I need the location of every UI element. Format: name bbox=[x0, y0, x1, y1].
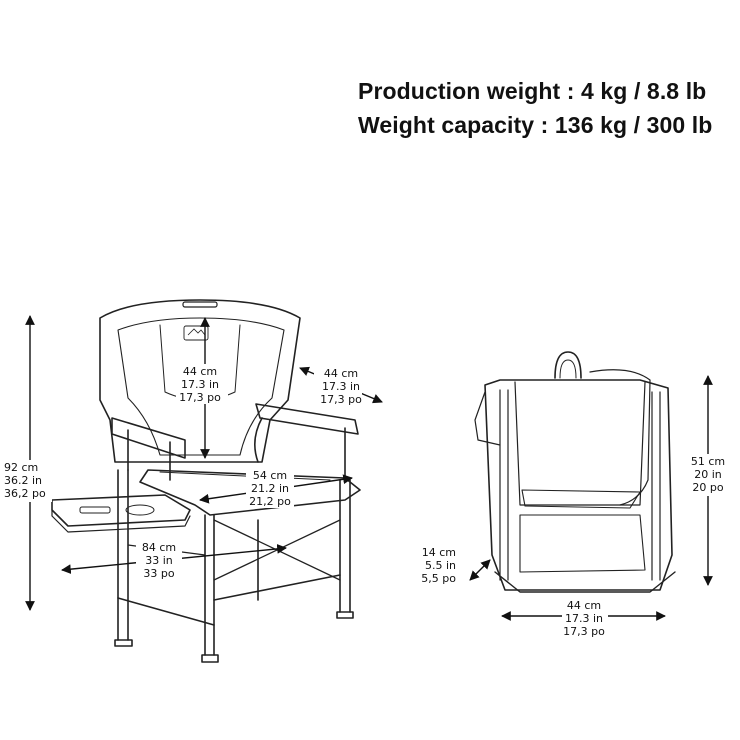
label-folded-thickness: 14 cm 5.5 in 5,5 po bbox=[421, 546, 456, 585]
label-seat-depth: 44 cm 17.3 in 17,3 po bbox=[314, 366, 362, 406]
label-back-height: 44 cm 17.3 in 17,3 po bbox=[176, 364, 228, 404]
total-width-cm: 84 cm bbox=[142, 541, 176, 554]
seat-depth-in: 17.3 in bbox=[322, 380, 360, 393]
production-weight-text: Production weight : 4 kg / 8.8 lb bbox=[358, 78, 707, 104]
folded-thickness-po: 5,5 po bbox=[421, 572, 456, 585]
seat-width-in: 21.2 in bbox=[251, 482, 289, 495]
total-width-po: 33 po bbox=[143, 567, 174, 580]
folded-thickness-in: 5.5 in bbox=[425, 559, 456, 572]
back-height-cm: 44 cm bbox=[183, 365, 217, 378]
label-total-width: 84 cm 33 in 33 po bbox=[136, 540, 182, 580]
seat-width-cm: 54 cm bbox=[253, 469, 287, 482]
folded-width-po: 17,3 po bbox=[563, 625, 605, 638]
chair-folded-drawing bbox=[474, 351, 676, 593]
total-width-in: 33 in bbox=[145, 554, 173, 567]
dim-folded-thickness-line bbox=[469, 559, 491, 581]
total-height-in: 36.2 in bbox=[4, 474, 42, 487]
chair-unfolded-drawing bbox=[51, 299, 361, 663]
label-folded-width: 44 cm 17.3 in 17,3 po bbox=[562, 598, 608, 638]
back-height-po: 17,3 po bbox=[179, 391, 221, 404]
label-folded-height: 51 cm 20 in 20 po bbox=[686, 454, 732, 496]
weight-capacity-text: Weight capacity : 136 kg / 300 lb bbox=[358, 112, 713, 138]
label-total-height: 92 cm 36.2 in 36,2 po bbox=[4, 460, 52, 502]
total-height-cm: 92 cm bbox=[4, 461, 38, 474]
total-height-po: 36,2 po bbox=[4, 487, 46, 500]
label-seat-width: 54 cm 21.2 in 21,2 po bbox=[246, 468, 294, 508]
folded-width-in: 17.3 in bbox=[565, 612, 603, 625]
folded-thickness-cm: 14 cm bbox=[422, 546, 456, 559]
seat-width-po: 21,2 po bbox=[249, 495, 291, 508]
folded-height-cm: 51 cm bbox=[691, 455, 725, 468]
folded-width-cm: 44 cm bbox=[567, 599, 601, 612]
folded-height-po: 20 po bbox=[692, 481, 723, 494]
folded-height-in: 20 in bbox=[694, 468, 722, 481]
seat-depth-cm: 44 cm bbox=[324, 367, 358, 380]
back-height-in: 17.3 in bbox=[181, 378, 219, 391]
dimension-labels: 44 cm 17.3 in 17,3 po 44 cm 17.3 in 17,3… bbox=[4, 364, 732, 638]
seat-depth-po: 17,3 po bbox=[320, 393, 362, 406]
